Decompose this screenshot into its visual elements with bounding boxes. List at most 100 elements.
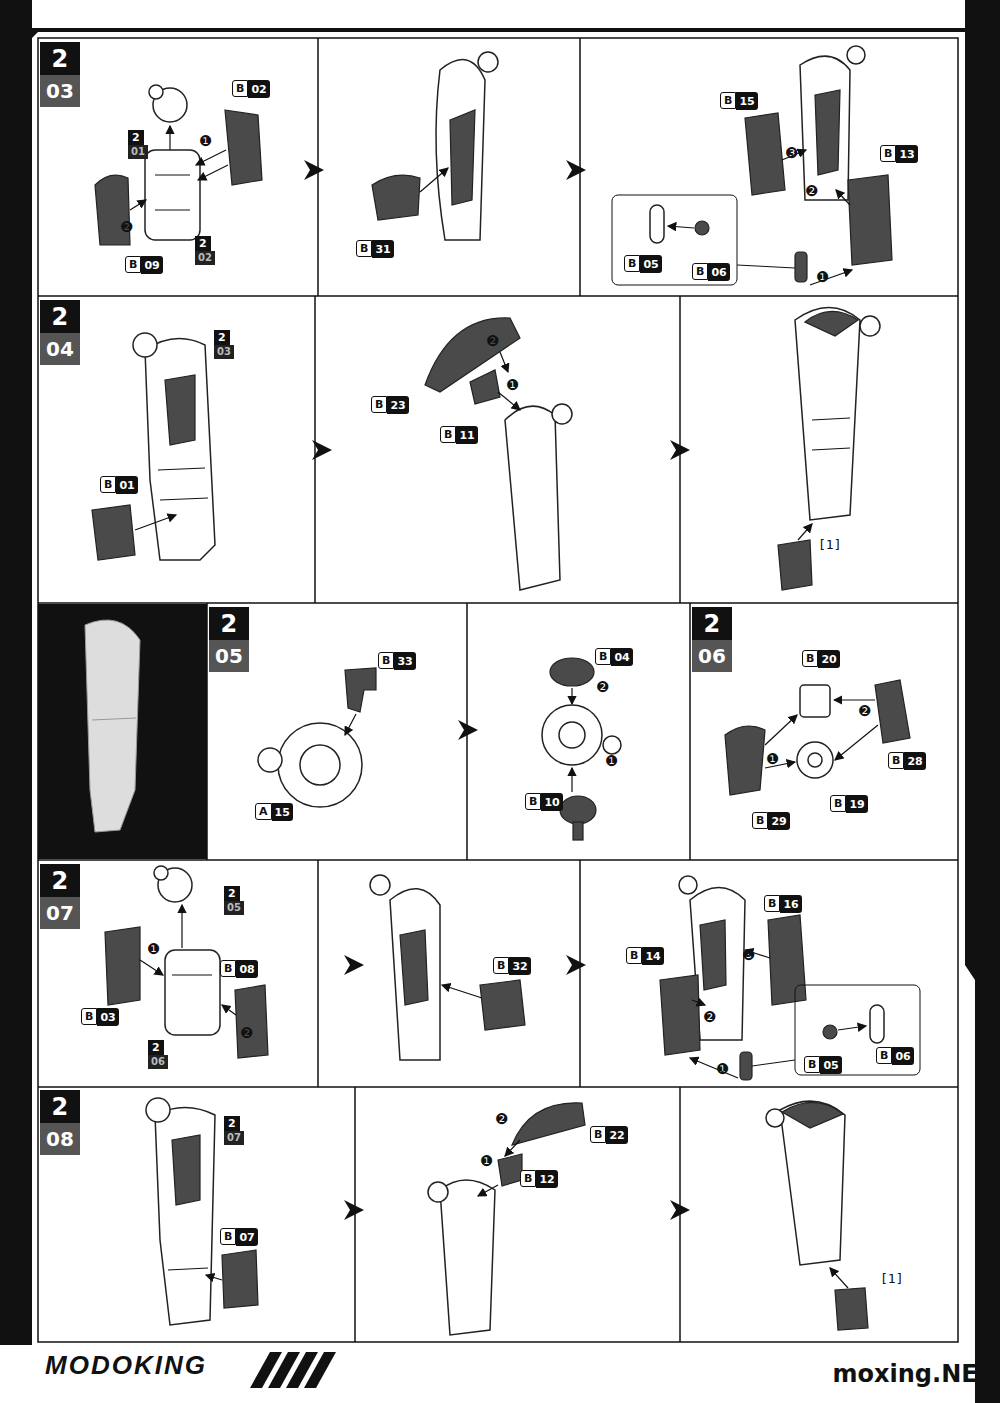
step-ref-number: 03 (214, 345, 234, 359)
part-letter: B (830, 795, 846, 812)
brand-logo: MODOKING (45, 1352, 207, 1378)
order-number: ❶ (199, 134, 212, 149)
hand-callout: [1] (880, 1272, 903, 1285)
step-number: 06 (692, 640, 732, 672)
step-ref-group: 2 (148, 1040, 164, 1055)
part-letter: B (764, 895, 780, 912)
part-number: 32 (509, 957, 530, 975)
part-number: 22 (606, 1126, 627, 1144)
part-number: 03 (97, 1008, 118, 1026)
part-number: 06 (892, 1047, 913, 1065)
step-group: 2 (692, 607, 732, 640)
part-number: 11 (456, 426, 477, 444)
part-number: 15 (736, 92, 757, 110)
step-group: 2 (209, 607, 249, 640)
order-number: ❶ (147, 942, 160, 957)
step-group: 2 (40, 1090, 80, 1123)
part-letter: B (493, 957, 509, 974)
part-number: 16 (780, 895, 801, 913)
part-letter: B (692, 263, 708, 280)
part-letter: B (804, 1056, 820, 1073)
order-number: ❷ (805, 184, 818, 199)
step-ref-number: 06 (148, 1055, 168, 1069)
part-number: 01 (116, 476, 137, 494)
part-number: 05 (820, 1056, 841, 1074)
step-badge: 205 (209, 607, 249, 672)
part-letter: B (220, 1228, 236, 1245)
order-number: ❶ (766, 752, 779, 767)
part-letter: B (880, 145, 896, 162)
part-letter: B (100, 476, 116, 493)
part-number: 14 (642, 947, 663, 965)
order-number: ❶ (716, 1062, 729, 1077)
order-number: ❶ (816, 270, 829, 285)
part-number: 04 (611, 648, 632, 666)
part-letter: B (356, 240, 372, 257)
part-number: 15 (272, 803, 293, 821)
part-number: 28 (904, 752, 925, 770)
step-badge: 208 (40, 1090, 80, 1155)
part-letter: B (752, 812, 768, 829)
watermark: moxing.NET (833, 1362, 994, 1386)
step-badge: 206 (692, 607, 732, 672)
hand-callout: [1] (818, 538, 841, 551)
part-letter: B (525, 793, 541, 810)
part-letter: B (720, 92, 736, 109)
part-letter: A (255, 803, 272, 820)
step-badge: 204 (40, 300, 80, 365)
part-number: 06 (708, 263, 729, 281)
part-letter: B (595, 648, 611, 665)
order-number: ❷ (120, 220, 133, 235)
part-number: 10 (541, 793, 562, 811)
order-number: ❷ (486, 334, 499, 349)
order-number: ❶ (506, 378, 519, 393)
step-number: 05 (209, 640, 249, 672)
step-number: 08 (40, 1123, 80, 1155)
part-letter: B (802, 650, 818, 667)
part-letter: B (371, 396, 387, 413)
order-number: ❸ (785, 146, 798, 161)
part-letter: B (888, 752, 904, 769)
step-badge: 207 (40, 864, 80, 929)
part-letter: B (378, 652, 394, 669)
step-badge: 203 (40, 42, 80, 107)
step-ref-group: 2 (195, 236, 211, 251)
part-letter: B (520, 1170, 536, 1187)
order-number: ❷ (495, 1112, 508, 1127)
order-number: ❶ (480, 1154, 493, 1169)
part-letter: B (232, 80, 248, 97)
step-ref-number: 02 (195, 251, 215, 265)
order-number: ❷ (240, 1026, 253, 1041)
order-number: ❸ (742, 948, 755, 963)
part-letter: B (590, 1126, 606, 1143)
step-ref-group: 2 (224, 886, 240, 901)
step-ref-group: 2 (128, 130, 144, 145)
part-letter: B (220, 960, 236, 977)
part-number: 05 (640, 255, 661, 273)
part-number: 02 (248, 80, 269, 98)
step-group: 2 (40, 42, 80, 75)
part-letter: B (125, 256, 141, 273)
part-number: 09 (141, 256, 162, 274)
order-number: ❷ (703, 1010, 716, 1025)
part-number: 23 (387, 396, 408, 414)
part-number: 07 (236, 1228, 257, 1246)
part-letter: B (626, 947, 642, 964)
part-number: 31 (372, 240, 393, 258)
step-ref-number: 01 (128, 145, 148, 159)
step-ref-group: 2 (214, 330, 230, 345)
part-letter: B (624, 255, 640, 272)
part-letter: B (81, 1008, 97, 1025)
step-group: 2 (40, 300, 80, 333)
part-letter: B (876, 1047, 892, 1064)
step-ref-number: 05 (224, 901, 244, 915)
part-letter: B (440, 426, 456, 443)
step-number: 07 (40, 897, 80, 929)
part-number: 13 (896, 145, 917, 163)
order-number: ❷ (858, 704, 871, 719)
order-number: ❶ (605, 754, 618, 769)
step-group: 2 (40, 864, 80, 897)
part-number: 12 (536, 1170, 557, 1188)
